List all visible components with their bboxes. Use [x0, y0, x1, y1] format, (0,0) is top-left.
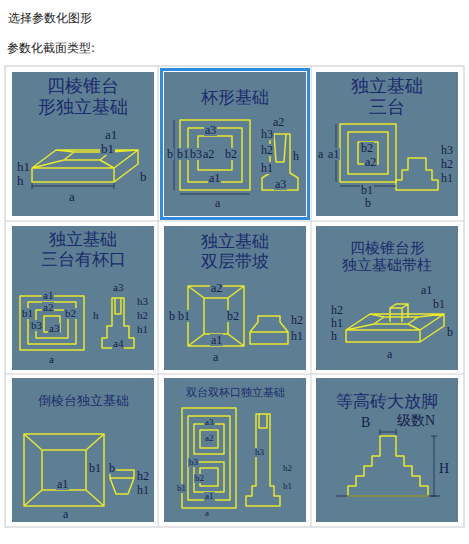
dimension-label: h2	[440, 158, 454, 170]
dimension-label: h1	[330, 317, 344, 329]
dimension-label: b	[108, 462, 116, 474]
dimension-label: a	[62, 508, 69, 520]
section-tile: 倒棱台独立基础	[15, 394, 151, 409]
dimension-label: h2	[136, 470, 150, 482]
tile-title: 四棱锥台 形独立基础	[28, 76, 138, 117]
dimension-label: a1	[327, 148, 340, 160]
dimension-label: a3	[274, 178, 287, 190]
tile-title: 双台双杯口独立基础	[166, 386, 304, 399]
section-tile: 等高砖大放脚	[319, 392, 455, 412]
dialog-title: 选择参数化图形	[8, 10, 92, 27]
dimension-label: a3	[48, 323, 60, 334]
dimension-label: b	[446, 326, 454, 338]
dimension-label: h3	[260, 128, 274, 140]
dimension-label: a	[212, 351, 219, 363]
dimension-label: a3	[112, 282, 124, 293]
dimension-label: a	[317, 148, 324, 160]
dimension-label: b2	[64, 308, 77, 319]
dimension-label: b2	[224, 148, 238, 160]
section-tile: 四棱锥台形 独立基础带柱	[322, 240, 452, 275]
section-tile: 双台双杯口独立基础	[166, 386, 304, 399]
dimension-label: b3	[30, 320, 43, 331]
dimension-label: a4	[112, 338, 124, 349]
dimension-label: 级数N	[396, 414, 436, 428]
dimension-label: h1	[136, 484, 150, 496]
dimension-label: a2	[204, 434, 215, 443]
dimension-label: b1	[21, 308, 34, 319]
dimension-label: b	[168, 310, 176, 322]
dimension-label: b2	[226, 310, 240, 322]
dimension-label: b2	[360, 142, 374, 154]
dimension-label: h1	[290, 330, 304, 342]
dimension-label: b1	[432, 298, 446, 310]
dimension-label: h	[92, 310, 100, 321]
dimension-label: a2	[210, 282, 223, 294]
dimension-label: H	[438, 462, 450, 476]
dimension-label: b1	[100, 142, 115, 155]
dimension-label: b1	[176, 148, 190, 160]
dimension-label: a2	[42, 302, 54, 313]
tile-title: 等高砖大放脚	[319, 392, 455, 412]
section-tile: 独立基础 三台有杯口	[33, 230, 133, 269]
tile-title: 杯形基础	[170, 88, 300, 108]
dimension-label: a1	[420, 284, 433, 296]
dimension-label: b1	[177, 310, 191, 322]
dimension-label: h2	[136, 310, 149, 321]
dimension-label: h3	[440, 144, 454, 156]
dimension-label: a1	[210, 334, 223, 346]
dimension-label: a	[68, 190, 76, 203]
dimension-label: a2	[202, 148, 215, 160]
dimension-label: h3	[136, 296, 149, 307]
dimension-label: h3	[254, 448, 265, 457]
dimension-label: h	[292, 150, 300, 162]
dimension-label: a1	[42, 290, 54, 301]
tile-title: 独立基础 双层带坡	[185, 232, 285, 271]
dimension-label: a	[204, 509, 210, 518]
dimension-label: a1	[208, 172, 221, 184]
dimension-label: a3	[204, 418, 215, 427]
dimension-label: h2	[282, 464, 293, 473]
dimension-label: a1	[56, 478, 69, 490]
dimension-label: h1	[440, 172, 454, 184]
dimension-label: h1	[16, 160, 31, 173]
dimension-label: h1	[260, 162, 274, 174]
tile-title: 独立基础 三台有杯口	[33, 230, 133, 269]
dimension-label: a1	[104, 128, 118, 141]
tile-title: 独立基础 三台	[342, 76, 432, 117]
dimension-label: h1	[282, 482, 293, 491]
tile-title: 倒棱台独立基础	[15, 394, 151, 409]
section-label: 参数化截面类型:	[6, 42, 96, 54]
dimension-label: b3	[188, 458, 199, 467]
dimension-label: h	[330, 330, 338, 342]
section-tile: 四棱锥台 形独立基础	[28, 76, 138, 117]
dimension-label: a2	[364, 156, 377, 168]
dimension-label: b1	[360, 184, 374, 196]
dimension-label: h1	[136, 324, 149, 335]
dimension-label: b	[364, 197, 372, 209]
dimension-label: b	[166, 148, 174, 160]
section-tile: 独立基础 双层带坡	[185, 232, 285, 271]
dimension-label: h	[16, 174, 25, 187]
dimension-label: b1	[88, 462, 102, 474]
dimension-label: a3	[204, 124, 217, 136]
dimension-label: b2	[194, 474, 205, 483]
dimension-label: B	[360, 416, 371, 430]
dimension-label: h2	[260, 144, 274, 156]
dimension-label: a	[386, 348, 393, 360]
dimension-label: a1	[204, 492, 215, 501]
section-tile: 独立基础 三台	[342, 76, 432, 117]
dimension-label: h2	[330, 304, 344, 316]
dimension-label: a2	[272, 116, 285, 128]
dimension-label: a	[214, 197, 221, 209]
dimension-label: a	[48, 354, 55, 365]
dimension-label: b3	[189, 148, 203, 160]
section-tile: 杯形基础	[170, 88, 300, 108]
dimension-label: h2	[290, 314, 304, 326]
dimension-label: b1	[176, 484, 187, 493]
dimension-label: b	[139, 170, 148, 183]
tile-title: 四棱锥台形 独立基础带柱	[322, 240, 452, 275]
